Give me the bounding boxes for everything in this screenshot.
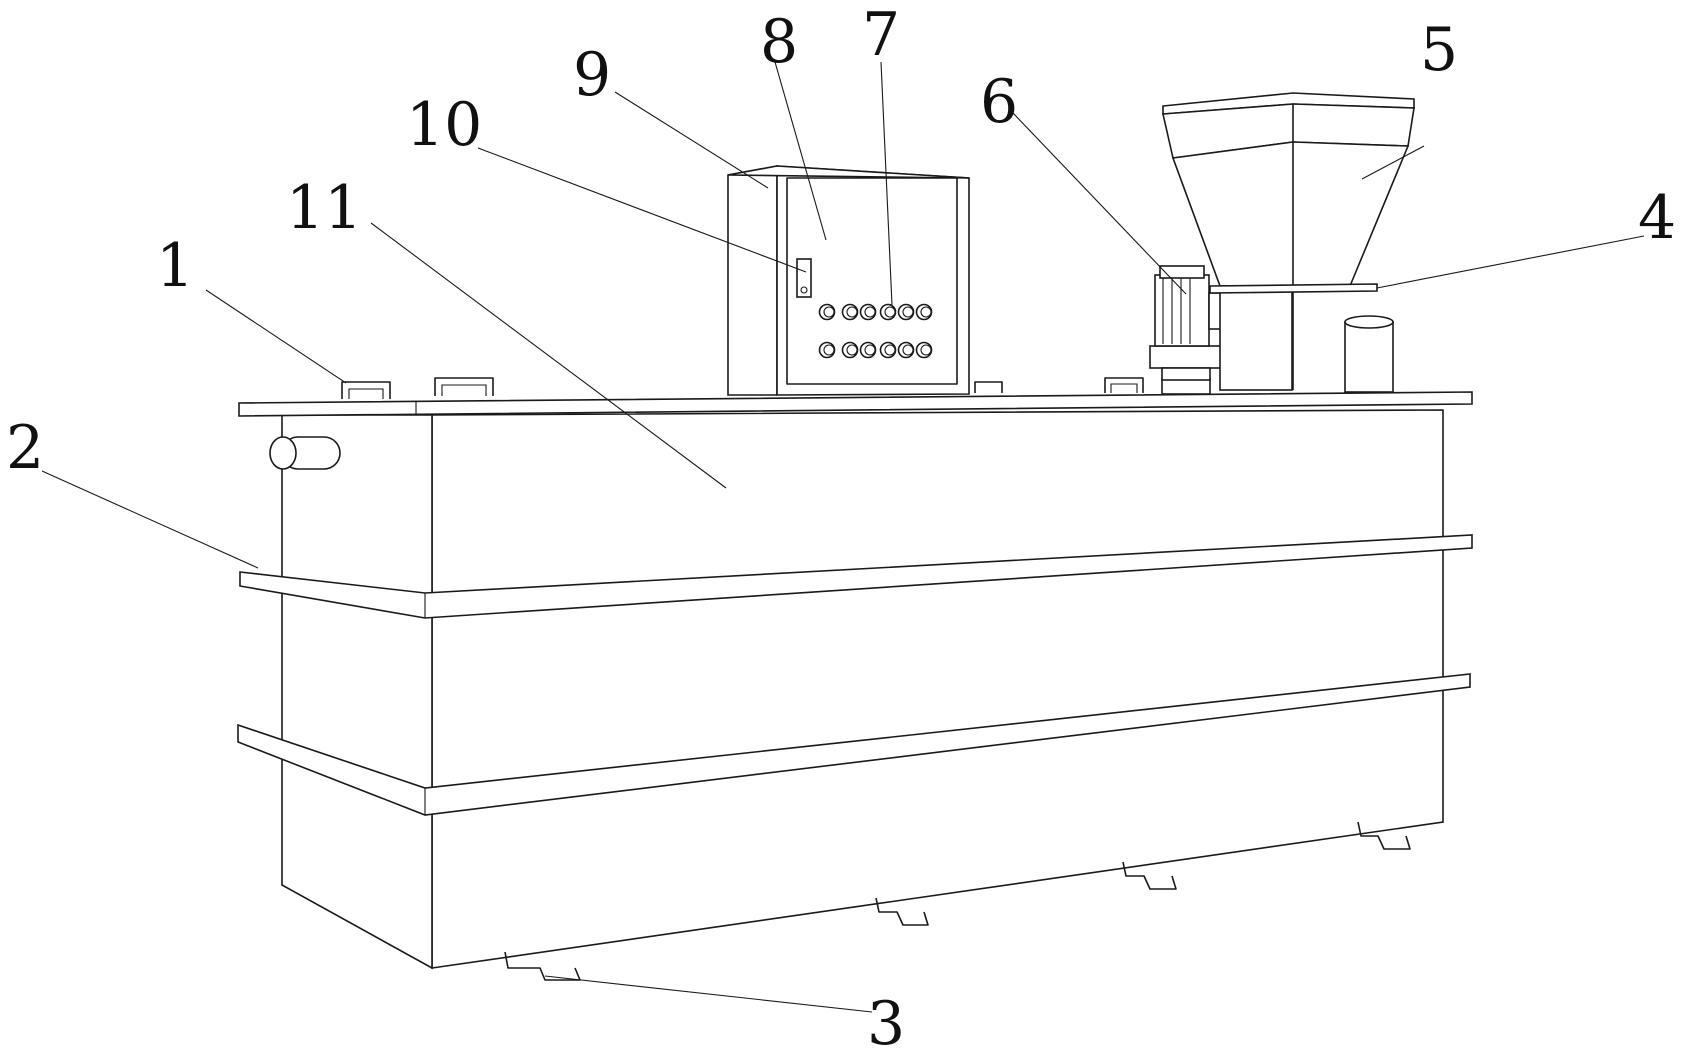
label-10: 10 [406,90,482,160]
control-knob [897,303,915,321]
control-knob [879,303,897,321]
leader-lines [41,61,1645,1013]
callout-labels: 1 2 3 4 5 6 7 8 9 10 11 [6,0,1676,1055]
control-knob-inner [884,306,896,318]
reinforcing-rib-lower [237,673,1471,816]
control-buttons [818,303,933,359]
tank-body [281,409,1444,970]
label-2: 2 [6,413,44,483]
control-knob-inner [846,306,858,318]
control-knob [859,303,877,321]
cabinet-lock [796,258,812,298]
label-1: 1 [156,231,194,301]
control-cabinet [727,165,970,396]
reinforcing-rib-upper [239,534,1473,619]
control-knob-inner [902,306,914,318]
control-knob-inner [823,306,835,318]
control-knob [841,341,859,359]
control-knob [879,341,897,359]
label-6: 6 [980,67,1018,137]
control-knob [897,341,915,359]
dosing-cylinder [1344,315,1394,393]
control-knob-inner [902,344,914,356]
side-inlet-pipe [269,436,341,470]
control-knob [915,303,933,321]
label-3: 3 [867,989,905,1055]
control-knob-inner [846,344,858,356]
feeding-plate [1209,283,1378,294]
control-knob [841,303,859,321]
control-knob-inner [920,344,932,356]
support-feet [504,821,1411,981]
label-7: 7 [862,0,900,70]
label-9: 9 [573,40,611,110]
control-knob [818,341,836,359]
control-knob [859,341,877,359]
tank-lid [238,391,1473,417]
control-knob-inner [884,344,896,356]
feed-hopper [1162,92,1415,391]
label-8: 8 [760,7,798,77]
label-5: 5 [1420,15,1458,85]
control-knob-inner [823,344,835,356]
lid-handles [341,377,1144,399]
label-11: 11 [286,173,362,243]
control-knob [818,303,836,321]
control-knob [915,341,933,359]
label-4: 4 [1638,183,1676,253]
control-knob-inner [920,306,932,318]
control-knob-inner [864,344,876,356]
control-knob-inner [864,306,876,318]
